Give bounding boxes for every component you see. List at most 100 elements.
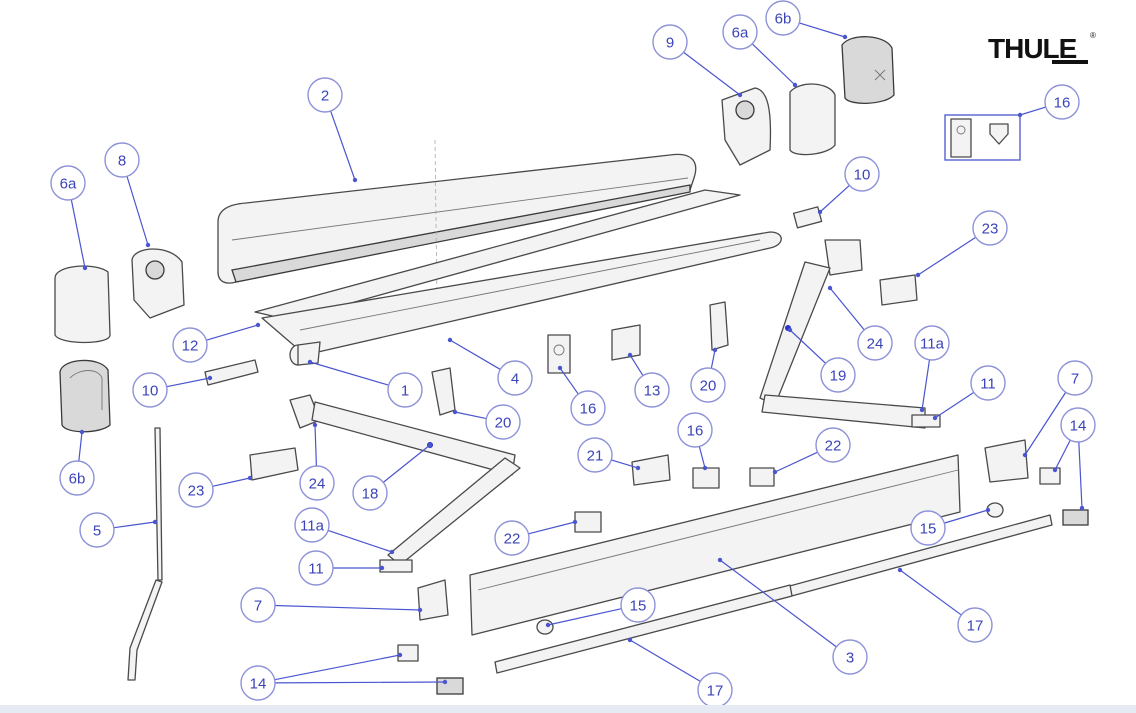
callout-label: 24: [867, 336, 884, 353]
leader-arrowhead: [207, 375, 213, 381]
leader-arrowhead: [712, 347, 718, 353]
leader-line: [789, 329, 827, 364]
leader-line: [212, 477, 251, 487]
callout-label: 23: [982, 221, 999, 238]
callout-23: 23: [178, 472, 214, 508]
callout-11: 11: [970, 365, 1006, 401]
callout-circle: [298, 550, 334, 586]
leader-line: [1024, 391, 1067, 456]
leader-line: [944, 509, 989, 524]
callout-label: 17: [707, 683, 724, 700]
leader-arrowhead: [152, 519, 158, 525]
callout-label: 6a: [732, 25, 749, 42]
part-14-left-b: [436, 677, 464, 695]
callout-circle: [857, 325, 893, 361]
callout-label: 17: [967, 618, 984, 635]
part-13-plate: [611, 324, 641, 361]
leader-line: [829, 287, 865, 331]
part-19-right-arm: [759, 239, 926, 429]
leader-line: [327, 529, 393, 553]
leader-arrowhead: [307, 359, 313, 365]
callout-circle: [914, 325, 950, 361]
callout-label: 16: [580, 401, 597, 418]
part-6a-right-endcap: [789, 83, 836, 156]
callout-circle: [957, 607, 993, 643]
callout-label: 7: [254, 598, 262, 615]
leader-line: [799, 22, 846, 38]
bottom-band: [0, 705, 1136, 713]
callout-circle: [970, 365, 1006, 401]
leader-arrowhead: [827, 285, 833, 291]
callout-circle: [832, 639, 868, 675]
callout-24: 24: [299, 465, 335, 501]
leader-arrowhead: [452, 409, 458, 415]
part-11-left-foot: [379, 559, 413, 573]
leader-line: [921, 359, 931, 411]
leader-line: [528, 521, 576, 535]
leader-line: [449, 339, 501, 370]
leader-arrowhead: [557, 365, 563, 371]
part-8-left-bracket: [131, 248, 185, 319]
callout-label: 16: [1054, 95, 1071, 112]
callout-1: 1: [387, 372, 423, 408]
callout-14: 14: [1060, 407, 1096, 443]
callout-6b: 6b: [59, 460, 95, 496]
leader-arrowhead: [985, 507, 991, 513]
leader-arrowhead: [842, 34, 848, 40]
leader-arrowhead: [255, 322, 261, 328]
leader-line: [819, 184, 850, 213]
part-22-right: [749, 467, 775, 487]
leader-line: [206, 324, 259, 341]
leader-arrowhead: [702, 465, 708, 471]
callout-circle: [652, 24, 688, 60]
callout-label: 22: [825, 438, 842, 455]
callout-label: 2: [321, 88, 329, 105]
part-10-right-plug: [792, 206, 823, 229]
callout-20: 20: [485, 404, 521, 440]
callout-14: 14: [240, 665, 276, 701]
leader-line: [1019, 106, 1046, 116]
leader-line: [629, 639, 701, 682]
leader-arrowhead: [572, 519, 578, 525]
callout-label: 1: [401, 383, 409, 400]
leader-arrowhead: [1079, 505, 1085, 511]
callout-circle: [132, 372, 168, 408]
part-20-clip-right: [709, 301, 729, 351]
callout-label: 21: [587, 448, 604, 465]
callout-circle: [690, 367, 726, 403]
leader-line: [1078, 441, 1083, 509]
callout-label: 15: [920, 521, 937, 538]
leader-line: [698, 446, 706, 469]
callout-circle: [722, 14, 758, 50]
leader-arrowhead: [932, 415, 938, 421]
leader-line: [774, 451, 818, 473]
part-3-front-bar: [469, 454, 961, 636]
leader-arrowhead: [379, 565, 385, 571]
callout-16: 16: [1044, 84, 1080, 120]
callout-circle: [815, 427, 851, 463]
leader-arrowhead: [82, 265, 88, 271]
callout-6a: 6a: [50, 165, 86, 201]
callout-20: 20: [690, 367, 726, 403]
callout-label: 14: [1070, 418, 1087, 435]
callout-label: 9: [666, 35, 674, 52]
leader-line: [113, 521, 156, 529]
svg-text:®: ®: [1090, 31, 1096, 40]
leader-lines: [70, 22, 1085, 685]
part-20-clip-left: [431, 367, 456, 416]
callout-label: 6b: [775, 11, 792, 28]
svg-text:THULE: THULE: [988, 33, 1077, 64]
part-5-crank-handle: [127, 427, 163, 681]
part-22-left: [574, 511, 602, 533]
callout-label: 6b: [69, 471, 86, 488]
callout-7: 7: [1057, 360, 1093, 396]
leader-arrowhead: [627, 352, 633, 358]
callout-label: 14: [250, 676, 267, 693]
callout-label: 5: [93, 523, 101, 540]
leader-line: [710, 349, 716, 369]
callout-label: 3: [846, 650, 854, 667]
leader-line: [719, 559, 837, 648]
callout-circle: [172, 327, 208, 363]
part-16-bracket: [547, 334, 571, 374]
callout-circle: [972, 210, 1008, 246]
